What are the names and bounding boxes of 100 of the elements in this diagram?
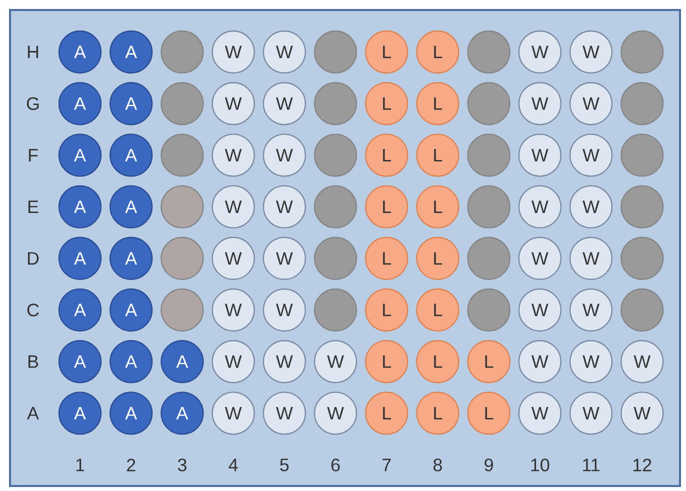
well: W xyxy=(262,185,306,228)
well xyxy=(467,185,510,228)
well: L xyxy=(467,340,510,384)
well: A xyxy=(160,392,204,435)
well xyxy=(314,134,358,177)
column-label: 8 xyxy=(433,458,442,472)
well: W xyxy=(569,288,613,332)
well: L xyxy=(467,392,510,435)
row-label: C xyxy=(27,304,39,316)
well: W xyxy=(212,185,255,228)
well: W xyxy=(262,288,306,332)
well xyxy=(160,134,204,177)
well: L xyxy=(416,288,460,332)
well xyxy=(620,134,664,177)
well: L xyxy=(365,82,408,126)
well: A xyxy=(58,134,102,177)
column-label: 7 xyxy=(382,458,391,472)
well: A xyxy=(58,185,102,228)
column-label: 2 xyxy=(127,458,136,472)
well: L xyxy=(365,236,408,280)
well xyxy=(314,30,358,74)
well: A xyxy=(110,236,153,280)
well: W xyxy=(620,340,664,384)
well: W xyxy=(518,185,562,228)
well: A xyxy=(58,392,102,435)
well xyxy=(467,288,510,332)
column-label: 12 xyxy=(633,458,652,472)
well: W xyxy=(620,392,664,435)
well: W xyxy=(518,134,562,177)
well: W xyxy=(569,82,613,126)
well: W xyxy=(212,288,255,332)
well xyxy=(620,288,664,332)
well: A xyxy=(58,30,102,74)
well: W xyxy=(518,82,562,126)
well xyxy=(160,288,204,332)
well xyxy=(314,236,358,280)
well: L xyxy=(416,185,460,228)
well: A xyxy=(110,82,153,126)
well xyxy=(314,185,358,228)
well: L xyxy=(365,185,408,228)
well: L xyxy=(416,340,460,384)
well: L xyxy=(365,340,408,384)
row-label: G xyxy=(26,97,39,110)
well: W xyxy=(262,134,306,177)
well: W xyxy=(314,340,358,384)
well: W xyxy=(518,392,562,435)
well: W xyxy=(212,236,255,280)
well: W xyxy=(569,134,613,177)
well: W xyxy=(212,392,255,435)
well: A xyxy=(58,288,102,332)
well: L xyxy=(416,392,460,435)
well: W xyxy=(518,340,562,384)
well: L xyxy=(365,134,408,177)
column-label: 10 xyxy=(531,458,550,472)
well xyxy=(467,82,510,126)
well xyxy=(160,236,204,280)
well xyxy=(467,30,510,74)
well: W xyxy=(518,30,562,74)
well xyxy=(160,185,204,228)
well: W xyxy=(262,392,306,435)
well xyxy=(620,236,664,280)
well: W xyxy=(262,236,306,280)
well: W xyxy=(212,340,255,384)
well: W xyxy=(569,236,613,280)
well: W xyxy=(212,134,255,177)
well: W xyxy=(518,236,562,280)
well: A xyxy=(58,236,102,280)
well: W xyxy=(262,340,306,384)
column-label: 5 xyxy=(280,458,289,472)
column-label: 9 xyxy=(484,458,493,472)
well: A xyxy=(110,185,153,228)
row-label: E xyxy=(28,200,38,213)
well: L xyxy=(416,82,460,126)
well: L xyxy=(416,236,460,280)
well xyxy=(467,134,510,177)
well: W xyxy=(262,30,306,74)
well: L xyxy=(416,134,460,177)
well: A xyxy=(110,340,153,384)
well: A xyxy=(110,392,153,435)
well: W xyxy=(314,392,358,435)
column-label: 3 xyxy=(178,458,186,472)
well: W xyxy=(569,185,613,228)
well: W xyxy=(212,30,255,74)
well: W xyxy=(518,288,562,332)
well xyxy=(314,82,358,126)
well: W xyxy=(569,340,613,384)
well: A xyxy=(110,30,153,74)
well: A xyxy=(58,82,102,126)
row-label: D xyxy=(28,252,39,265)
well: A xyxy=(110,288,153,332)
column-label: 4 xyxy=(228,458,238,472)
well xyxy=(620,185,664,228)
well: W xyxy=(262,82,306,126)
column-label: 1 xyxy=(76,458,84,472)
row-label: B xyxy=(28,355,38,368)
well: A xyxy=(160,340,204,384)
well: L xyxy=(416,30,460,74)
well xyxy=(620,82,664,126)
row-label: A xyxy=(27,407,39,420)
well: A xyxy=(58,340,102,384)
